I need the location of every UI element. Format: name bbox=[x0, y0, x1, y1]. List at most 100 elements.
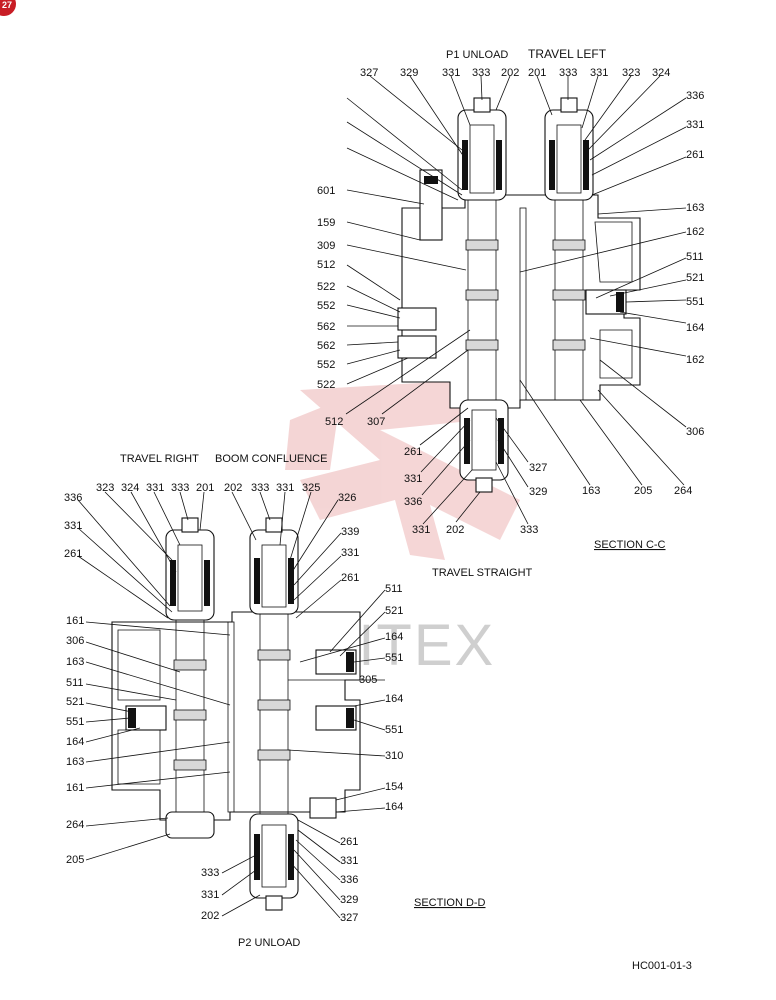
cc-part-label: 327 bbox=[529, 462, 547, 474]
dd-part-label: 261 bbox=[340, 836, 358, 848]
cc-right-port-block-lower bbox=[599, 329, 633, 379]
cc-travel-straight-hatch-right bbox=[498, 418, 504, 464]
dd-part-label: 205 bbox=[66, 854, 84, 866]
dd-part-label: 326 bbox=[338, 492, 356, 504]
cc-part-label: 552 bbox=[317, 359, 335, 371]
cc-part-label: 309 bbox=[317, 240, 335, 252]
cc-part-label: 162 bbox=[686, 226, 704, 238]
cc-part-label: 511 bbox=[686, 251, 704, 263]
cc-header-travel-left: TRAVEL LEFT bbox=[528, 47, 607, 61]
cc-travel-straight-caption: TRAVEL STRAIGHT bbox=[432, 567, 533, 579]
dd-part-label: 339 bbox=[341, 526, 359, 538]
dd-part-label: 331 bbox=[340, 855, 358, 867]
dd-split-line bbox=[227, 621, 235, 813]
cc-part-label: 551 bbox=[686, 296, 704, 308]
dd-part-label: 201 bbox=[196, 482, 214, 494]
cc-travel-straight-plug bbox=[475, 477, 493, 493]
dd-part-label: 261 bbox=[64, 548, 82, 560]
cc-part-label: 202 bbox=[446, 524, 464, 536]
cc-part-label: 162 bbox=[686, 354, 704, 366]
cc-part-label: 306 bbox=[686, 426, 704, 438]
cc-part-label: 329 bbox=[400, 67, 418, 79]
cc-part-label: 163 bbox=[686, 202, 704, 214]
cc-part-label: 323 bbox=[622, 67, 640, 79]
dd-part-label: 551 bbox=[385, 652, 403, 664]
dd-part-label: 154 bbox=[385, 781, 403, 793]
dd-spool-land-4 bbox=[257, 649, 291, 661]
cc-part-label: 163 bbox=[582, 485, 600, 497]
cc-part-label: 331 bbox=[412, 524, 430, 536]
dd-travel-right-hatch bbox=[170, 560, 176, 606]
corner-page-badge: 27 bbox=[0, 0, 16, 16]
cc-part-label: 601 bbox=[317, 185, 335, 197]
cc-spool-land-3 bbox=[465, 339, 499, 351]
dd-part-label: 331 bbox=[276, 482, 294, 494]
dd-leader-lines bbox=[77, 491, 386, 919]
cc-part-label: 307 bbox=[367, 416, 385, 428]
cc-part-label: 202 bbox=[501, 67, 519, 79]
cc-part-label: 522 bbox=[317, 281, 335, 293]
cc-part-label: 159 bbox=[317, 217, 335, 229]
dd-part-label: 305 bbox=[359, 674, 377, 686]
dd-left-end-cap bbox=[165, 811, 215, 839]
cc-part-label: 333 bbox=[559, 67, 577, 79]
dd-part-label: 324 bbox=[121, 482, 139, 494]
dd-travel-right-spring bbox=[177, 544, 203, 612]
dd-part-label: 163 bbox=[66, 756, 84, 768]
cc-part-label: 512 bbox=[317, 259, 335, 271]
dd-p2-unload-hatch bbox=[254, 834, 260, 880]
dd-part-label: 551 bbox=[385, 724, 403, 736]
cc-part-label: 324 bbox=[652, 67, 670, 79]
cc-check-valve-lower bbox=[397, 335, 437, 359]
dd-part-label: 521 bbox=[385, 605, 403, 617]
cc-p1-unload-spring bbox=[469, 124, 495, 194]
cc-spool-land-2 bbox=[465, 289, 499, 301]
dd-spool-land-5 bbox=[257, 699, 291, 711]
cc-relief-valve-top bbox=[424, 176, 438, 184]
cc-part-label: 336 bbox=[404, 496, 422, 508]
cc-part-label: 331 bbox=[590, 67, 608, 79]
cc-part-label: 333 bbox=[520, 524, 538, 536]
dd-part-label: 551 bbox=[66, 716, 84, 728]
dd-p2-unload-caption: P2 UNLOAD bbox=[238, 937, 300, 949]
dd-part-label: 333 bbox=[251, 482, 269, 494]
cc-part-label: 264 bbox=[674, 485, 692, 497]
dd-check-valve-middle-cap bbox=[346, 708, 354, 728]
dd-boom-confluence-hatch-right bbox=[288, 558, 294, 604]
dd-left-port-block bbox=[117, 629, 161, 701]
cc-check-valve-right-cap bbox=[616, 292, 624, 312]
watermark-seal-glyph bbox=[285, 380, 520, 560]
dd-part-label: 511 bbox=[66, 677, 84, 689]
cc-section-title: SECTION C-C bbox=[594, 539, 666, 551]
cc-travel-left-hatch-right bbox=[583, 140, 589, 190]
dd-check-valve-left-cap bbox=[128, 708, 136, 728]
cc-leader-lines bbox=[345, 75, 687, 525]
cc-part-label: 261 bbox=[686, 149, 704, 161]
cc-part-label: 201 bbox=[528, 67, 546, 79]
cc-part-label: 205 bbox=[634, 485, 652, 497]
dd-part-label: 511 bbox=[385, 583, 403, 595]
cc-check-valve-upper bbox=[397, 307, 437, 331]
dd-spool-land-3 bbox=[173, 759, 207, 771]
dd-spool-land-2 bbox=[173, 709, 207, 721]
dd-part-label: 164 bbox=[66, 736, 84, 748]
dd-part-label: 163 bbox=[66, 656, 84, 668]
dd-travel-right-plug bbox=[181, 517, 199, 533]
dd-part-label: 202 bbox=[201, 910, 219, 922]
cc-part-label: 331 bbox=[686, 119, 704, 131]
dd-part-label: 331 bbox=[64, 520, 82, 532]
dd-part-label: 306 bbox=[66, 635, 84, 647]
dd-part-label: 161 bbox=[66, 615, 84, 627]
cc-part-label: 331 bbox=[442, 67, 460, 79]
dd-section-title: SECTION D-D bbox=[414, 897, 486, 909]
cc-part-label: 329 bbox=[529, 486, 547, 498]
dd-part-label: 327 bbox=[340, 912, 358, 924]
cc-travel-left-plug bbox=[560, 97, 578, 113]
dd-check-valve-upper-cap bbox=[346, 652, 354, 672]
cc-spool-land-1 bbox=[465, 239, 499, 251]
dd-boom-confluence-hatch bbox=[254, 558, 260, 604]
cc-p1-unload-hatch-right bbox=[496, 140, 502, 190]
corner-badge-text: 27 bbox=[2, 0, 13, 10]
cc-p1-unload-hatch bbox=[462, 140, 468, 190]
dd-spool-land-1 bbox=[173, 659, 207, 671]
